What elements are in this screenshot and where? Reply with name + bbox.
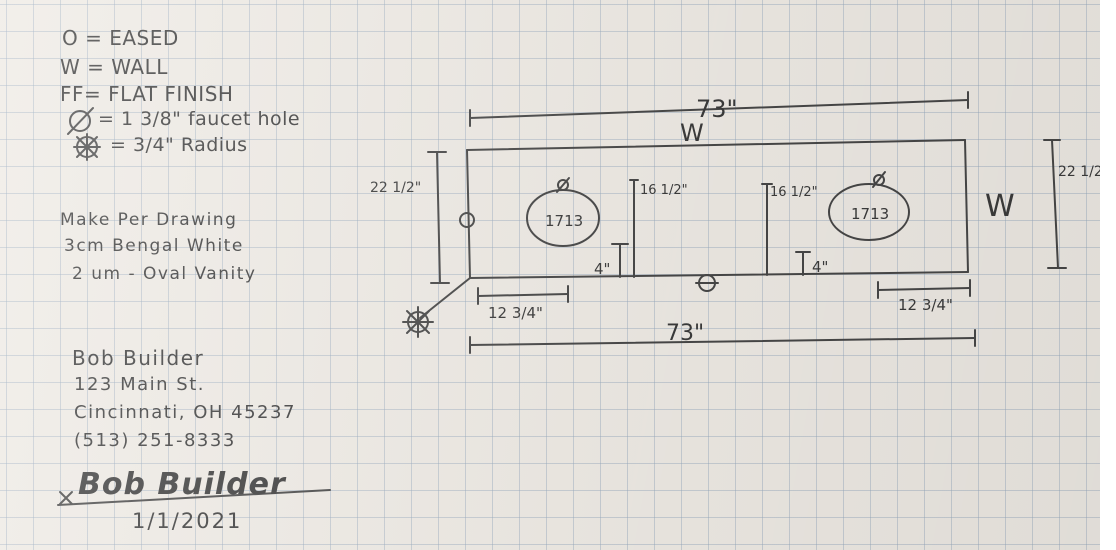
left-side-distance-label: 12 3/4" — [488, 304, 543, 322]
signature: Bob Builder — [78, 467, 287, 502]
contact-name: Bob Builder — [72, 346, 205, 370]
right-setback-label: 4" — [812, 258, 828, 276]
back-wall-marker: W — [680, 119, 704, 147]
eased-edge-marker-left — [459, 212, 475, 228]
legend-radius: = 3/4" Radius — [110, 134, 248, 156]
faucet-hole-symbol-icon — [67, 107, 94, 135]
sink-right — [828, 183, 910, 241]
signature-date: 1/1/2021 — [132, 509, 242, 533]
right-side-distance-label: 12 3/4" — [898, 296, 953, 314]
right-depth-label: 22 1/2" — [1058, 164, 1100, 180]
signature-line — [57, 489, 331, 506]
left-depth-dimension-line — [427, 151, 450, 284]
top-length-label: 73" — [696, 95, 738, 123]
left-side-dimension-line — [477, 285, 569, 305]
contact-city: Cincinnati, OH 45237 — [74, 402, 296, 423]
right-wall-marker: W — [985, 189, 1015, 224]
bottom-length-label: 73" — [666, 321, 704, 346]
faucet-hole-right-icon — [872, 171, 886, 188]
contact-street: 123 Main St. — [74, 374, 205, 395]
right-side-dimension-line — [877, 279, 971, 299]
note-material: 3cm Bengal White — [64, 236, 244, 256]
note-make-per-drawing: Make Per Drawing — [60, 210, 238, 230]
corner-radius-icon — [402, 306, 434, 338]
right-depth-dimension-line — [1043, 139, 1067, 269]
note-vanity-type: 2 um - Oval Vanity — [72, 264, 257, 284]
contact-phone: (513) 251-8333 — [74, 430, 236, 451]
top-dimension-line — [469, 91, 969, 127]
left-depth-label: 22 1/2" — [370, 180, 421, 196]
bottom-dimension-line — [469, 329, 976, 354]
legend-faucet-hole: = 1 3/8" faucet hole — [98, 108, 301, 130]
left-setback-label: 4" — [594, 260, 610, 278]
sink-left-label: 1713 — [545, 212, 583, 230]
countertop-outline — [419, 139, 969, 319]
left-sink-offset-label: 16 1/2" — [640, 183, 688, 198]
faucet-hole-left-icon — [556, 177, 570, 193]
legend-eased: O = EASED — [62, 26, 179, 50]
right-sink-offset-label: 16 1/2" — [770, 185, 818, 200]
sink-right-label: 1713 — [851, 205, 889, 223]
radius-symbol-icon — [73, 133, 101, 161]
legend-wall: W = WALL — [60, 55, 168, 79]
legend-flat-finish: FF= FLAT FINISH — [60, 82, 234, 106]
